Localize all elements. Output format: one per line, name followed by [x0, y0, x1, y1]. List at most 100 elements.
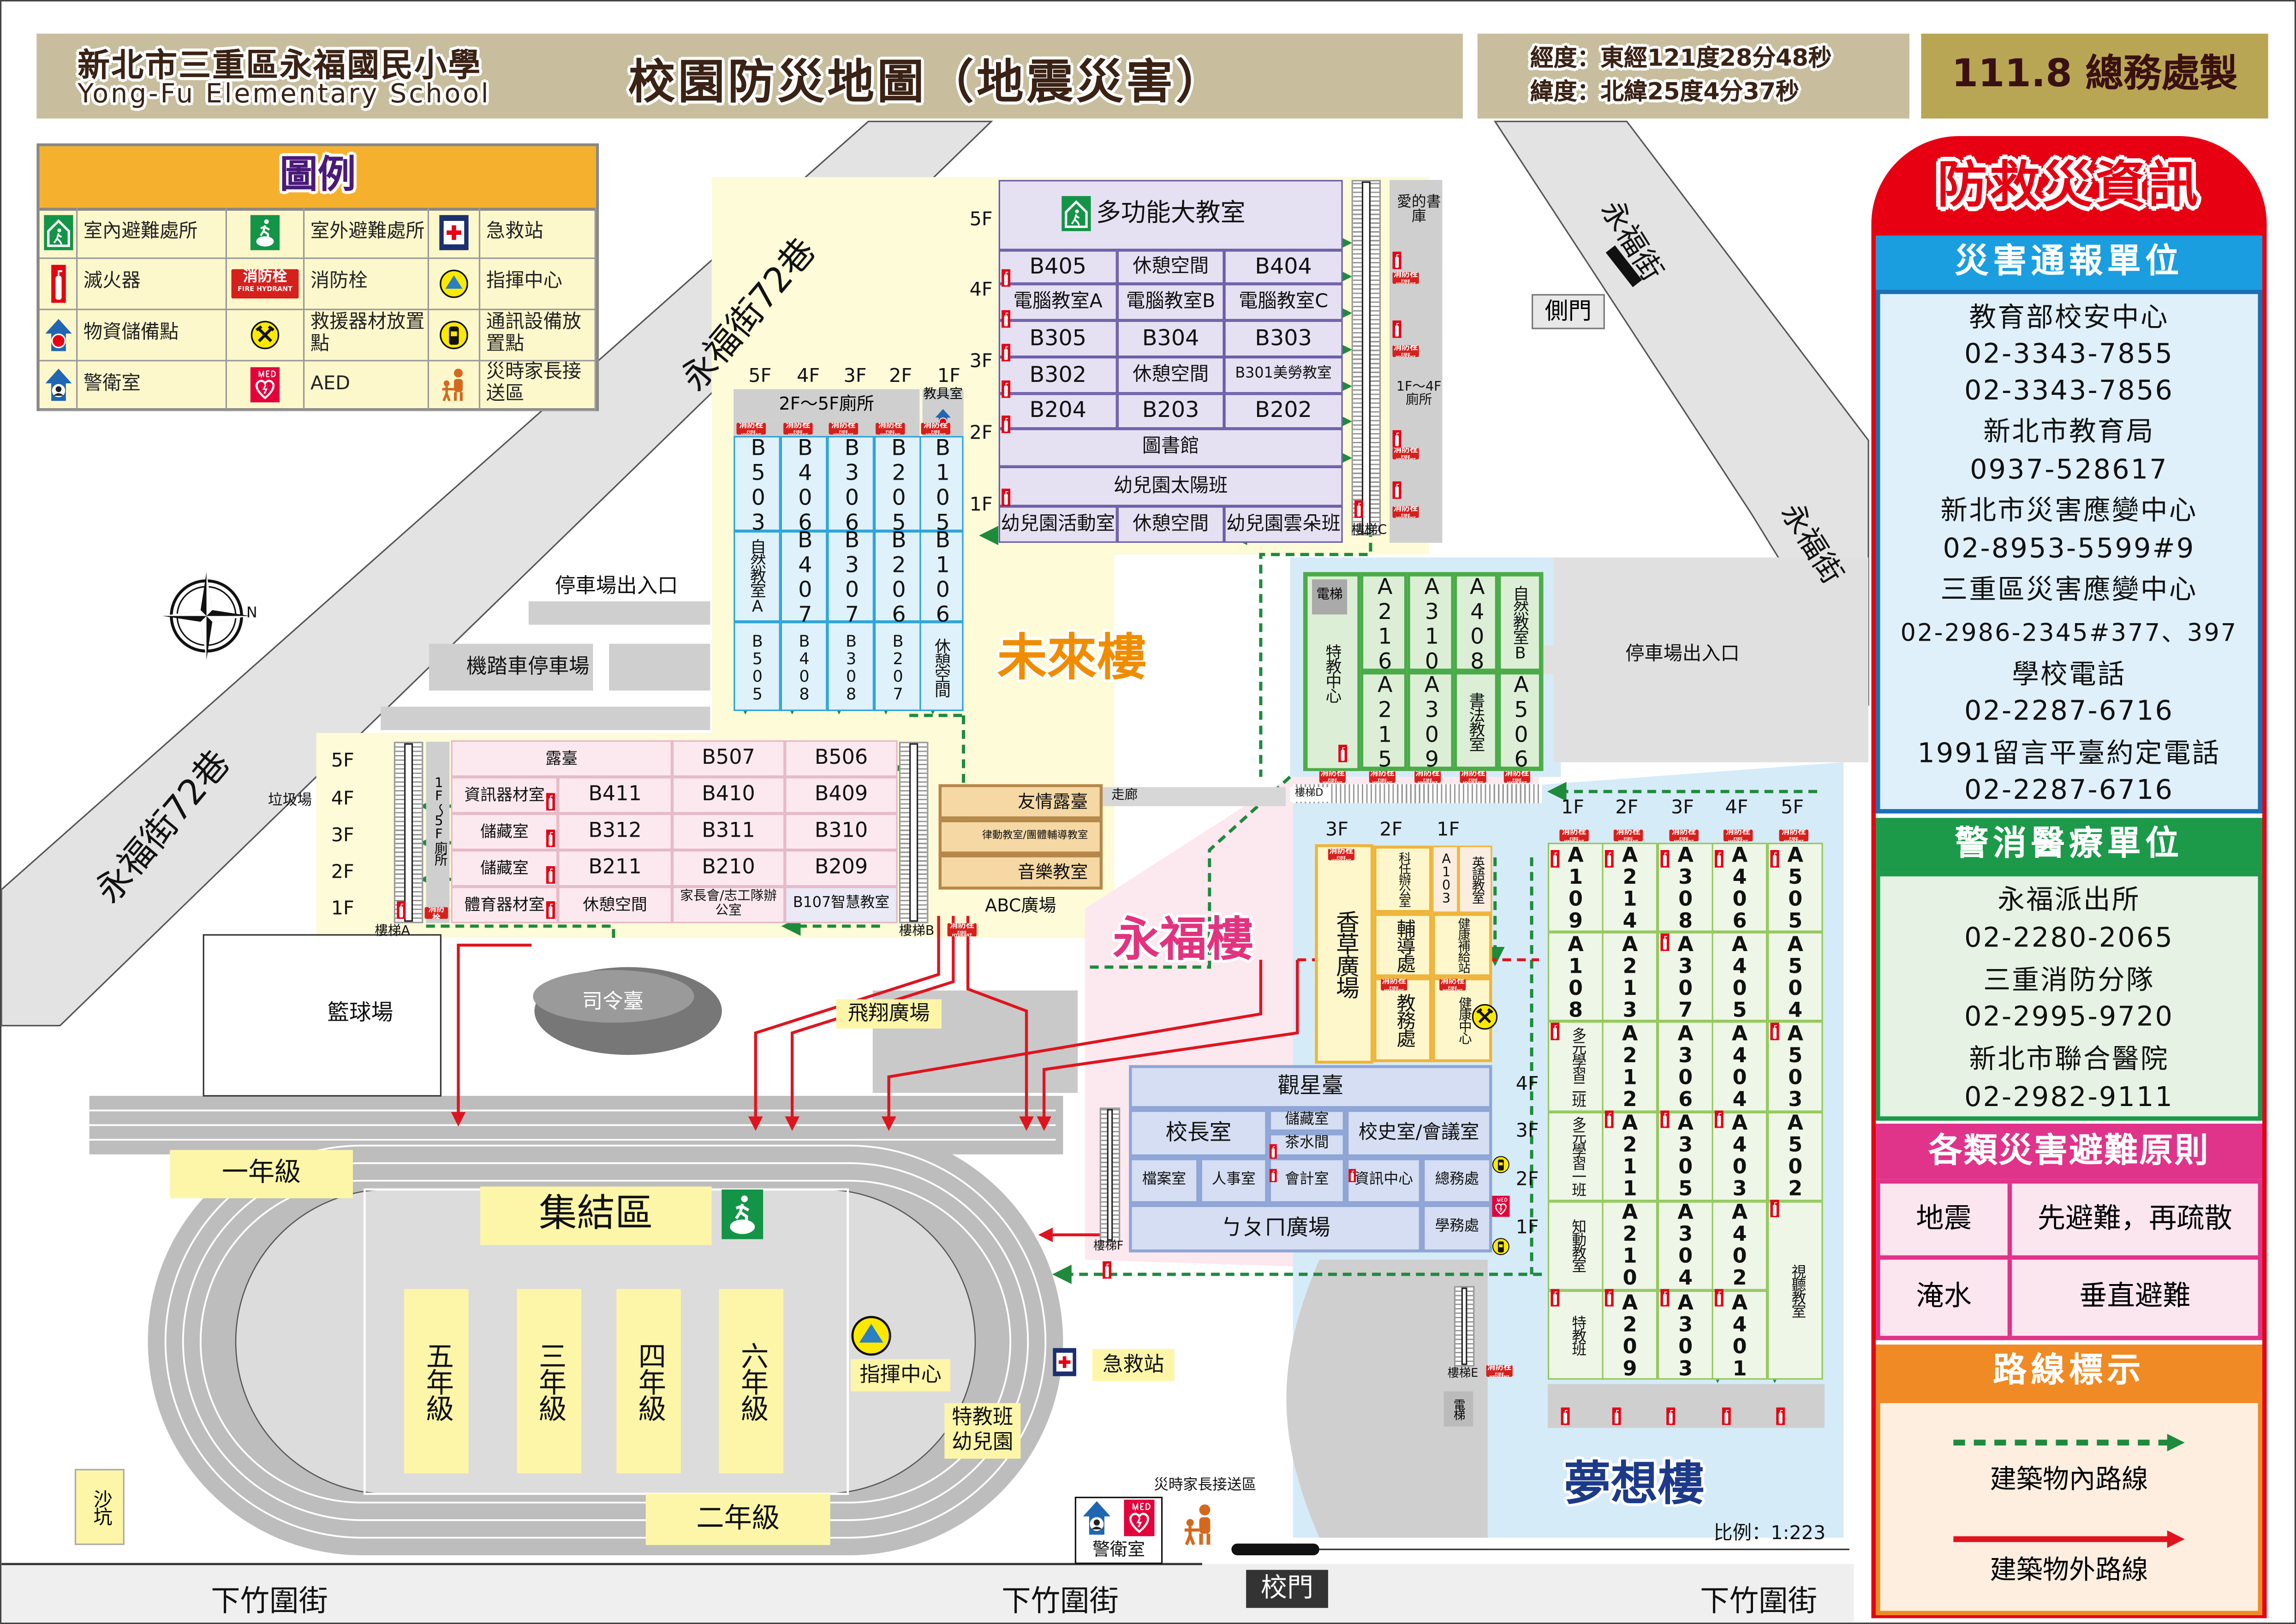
assembly-area-label: 集結區	[480, 1186, 712, 1245]
floor-label: 5F	[331, 750, 354, 773]
info-line: 02-2280-2065	[1964, 922, 2174, 954]
info-line: 02-2287-6716	[1964, 696, 2174, 727]
legend-icon-cell	[429, 208, 481, 259]
room: 圖書館	[998, 428, 1343, 467]
fire-extinguisher-icon	[1269, 1160, 1277, 1183]
indoor-route-line-icon	[1953, 1434, 2185, 1451]
indoor-shelter-icon	[43, 214, 73, 251]
room: 資訊中心	[1345, 1157, 1422, 1204]
fire-extinguisher-icon	[1612, 1403, 1621, 1425]
first-aid-label: 急救站	[1092, 1349, 1175, 1381]
info-line: 1991留言平臺約定電話	[1917, 738, 2221, 769]
principles-table: 地震先避難，再疏散淹水垂直避難	[1876, 1179, 2262, 1340]
legend-icon-cell	[227, 208, 305, 259]
street-label-xiazhuwei-left: 下竹圍街	[211, 1583, 328, 1618]
floor-label: 2F	[1615, 797, 1639, 820]
room: B306	[827, 434, 874, 533]
fire-extinguisher-icon	[1660, 845, 1670, 868]
special-kinder-label: 特教班幼兒園	[944, 1403, 1021, 1459]
room: B307	[827, 527, 874, 626]
south-toilet: 1F～5F廁所	[426, 742, 450, 900]
fire-extinguisher-icon	[1338, 740, 1348, 762]
room: B409	[785, 777, 898, 814]
room: B311	[672, 813, 785, 850]
routes-legend: 建築物內路線 建築物外路線	[1876, 1398, 2262, 1615]
fire-extinguisher-icon	[1002, 411, 1011, 433]
room: B204	[998, 393, 1117, 429]
room: B404	[1224, 250, 1343, 284]
info-line: 02-2982-9111	[1964, 1083, 2174, 1114]
room: A504	[1767, 932, 1823, 1022]
sandpit-label: 沙坑	[74, 1469, 125, 1545]
room: B406	[780, 434, 828, 533]
fire-extinguisher-icon	[1392, 316, 1401, 338]
road-xiazhuwei	[1, 1564, 1854, 1623]
fire-extinguisher-icon	[1392, 247, 1401, 269]
room: B503	[734, 434, 781, 533]
info-line: 三重區災害應變中心	[1940, 576, 2198, 607]
herb-plaza: 香草廣場	[1315, 844, 1374, 1064]
fire-extinguisher-icon	[546, 789, 555, 811]
legend-label: 滅火器	[78, 258, 227, 310]
fire-extinguisher-icon	[546, 825, 555, 847]
fire-extinguisher-icon	[546, 897, 555, 919]
floor-label: 2F	[889, 366, 912, 388]
indoor-shelter-icon	[1062, 196, 1091, 232]
floor-label: 1F	[1515, 1217, 1539, 1240]
room: 校長室	[1129, 1109, 1268, 1158]
room: B209	[785, 850, 898, 887]
fire-extinguisher-icon	[1551, 1018, 1560, 1041]
latitude-text: 緯度：北緯25度4分37秒	[1530, 77, 1799, 106]
fire-extinguisher-icon	[1660, 1106, 1670, 1128]
room: B207	[874, 622, 921, 711]
fire-extinguisher-icon	[1776, 1403, 1785, 1425]
aed-icon	[250, 366, 280, 404]
school-name-en: Yong-Fu Elementary School	[78, 79, 491, 110]
stair-a	[394, 742, 423, 923]
room: 知動教室	[1548, 1201, 1603, 1291]
command-center-icon	[851, 1315, 892, 1356]
room: A309	[1407, 671, 1454, 770]
a-block-corridor	[1293, 784, 1542, 803]
room: 茶水間	[1268, 1132, 1346, 1158]
room: A404	[1712, 1022, 1767, 1112]
aed-icon	[1492, 1196, 1510, 1218]
grade-4-label: 四年級	[616, 1289, 681, 1474]
legend-label: 物資儲備點	[78, 309, 227, 361]
fire-extinguisher-icon	[1604, 845, 1614, 868]
abc-plaza: ABC廣場	[985, 895, 1056, 916]
room: 家長會/志工隊辦公室	[672, 886, 785, 923]
side-gate-label: 側門	[1532, 294, 1605, 329]
room: A304	[1658, 1201, 1713, 1291]
info-line: 學校電話	[2012, 659, 2126, 690]
elevator-a: 電梯	[1312, 579, 1348, 615]
command-center-icon	[439, 265, 468, 303]
floor-label: 3F	[843, 366, 867, 388]
room: B205	[874, 434, 921, 533]
room: B408	[780, 622, 828, 711]
stair-c	[1351, 180, 1381, 535]
info-line: 永福派出所	[1998, 885, 2141, 916]
info-panel-title: 防救災資訊	[1937, 156, 2201, 215]
info-line: 02-8953-5599#9	[1943, 534, 2195, 565]
fire-extinguisher-icon	[397, 897, 406, 919]
room: 多功能大教室	[998, 180, 1343, 250]
room: 視聽教室	[1767, 1201, 1823, 1380]
west-toilet: 2F～5F廁所	[734, 389, 920, 420]
floor-label: 4F	[797, 366, 820, 388]
room: 幼兒園雲朵班	[1224, 506, 1343, 543]
room: 健康補給站	[1432, 913, 1492, 977]
floor-label: 4F	[1515, 1074, 1539, 1096]
room: 輔導處	[1373, 913, 1432, 977]
made-by-badge: 111.8 總務處製	[1921, 33, 2268, 119]
room: B411	[558, 777, 672, 814]
room: A108	[1548, 932, 1603, 1022]
info-line: 02-2287-6716	[1964, 775, 2174, 807]
